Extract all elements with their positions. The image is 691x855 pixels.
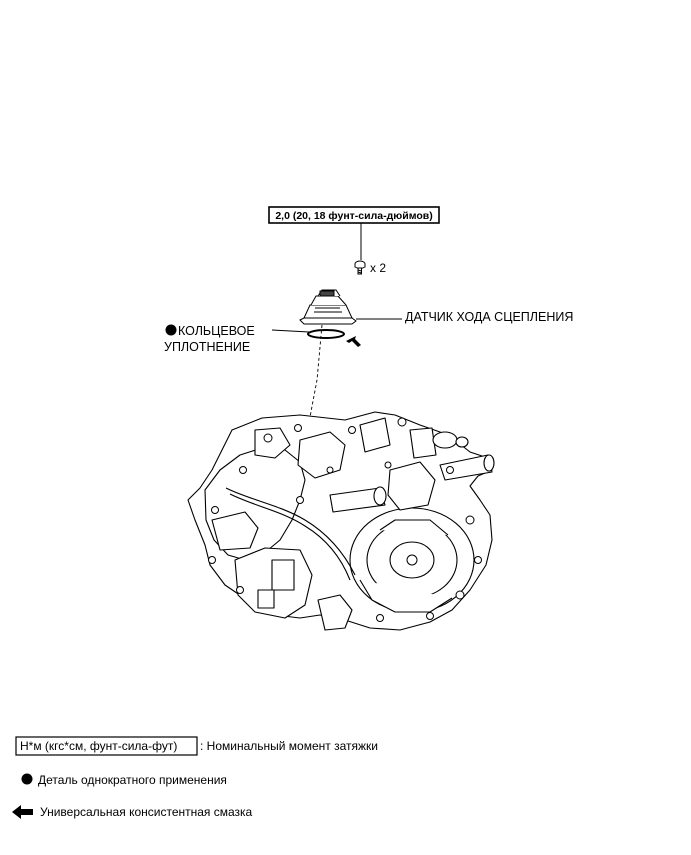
sensor-label: ДАТЧИК ХОДА СЦЕПЛЕНИЯ <box>405 310 573 324</box>
filled-circle-icon <box>165 324 177 336</box>
legend-grease-desc: Универсальная консистентная смазка <box>40 805 253 819</box>
housing-bolts <box>208 417 482 622</box>
bolt-icon <box>354 260 366 275</box>
oring-label-line1: КОЛЬЦЕВОЕ <box>178 324 255 338</box>
legend-nonreusable-desc: Деталь однократного применения <box>38 773 227 787</box>
legend-torque-desc: : Номинальный момент затяжки <box>200 739 378 753</box>
clutch-stroke-sensor <box>299 289 357 325</box>
transaxle-assembly <box>187 411 495 631</box>
legend-left-arrow-icon <box>12 805 33 819</box>
legend: Н*м (кгс*см, фунт-сила-фут) : Номинальны… <box>12 736 378 819</box>
legend-torque-units: Н*м (кгс*см, фунт-сила-фут) <box>20 739 177 753</box>
bolt-quantity: x 2 <box>370 261 386 275</box>
legend-filled-circle-icon <box>21 773 33 785</box>
torque-value: 2,0 (20, 18 фунт-сила-дюймов) <box>275 210 432 222</box>
torque-callout: 2,0 (20, 18 фунт-сила-дюймов) <box>268 206 440 260</box>
diagonal-arrow-icon <box>346 336 361 347</box>
oring-label-line2: УПЛОТНЕНИЕ <box>164 340 250 354</box>
o-ring <box>307 329 345 339</box>
